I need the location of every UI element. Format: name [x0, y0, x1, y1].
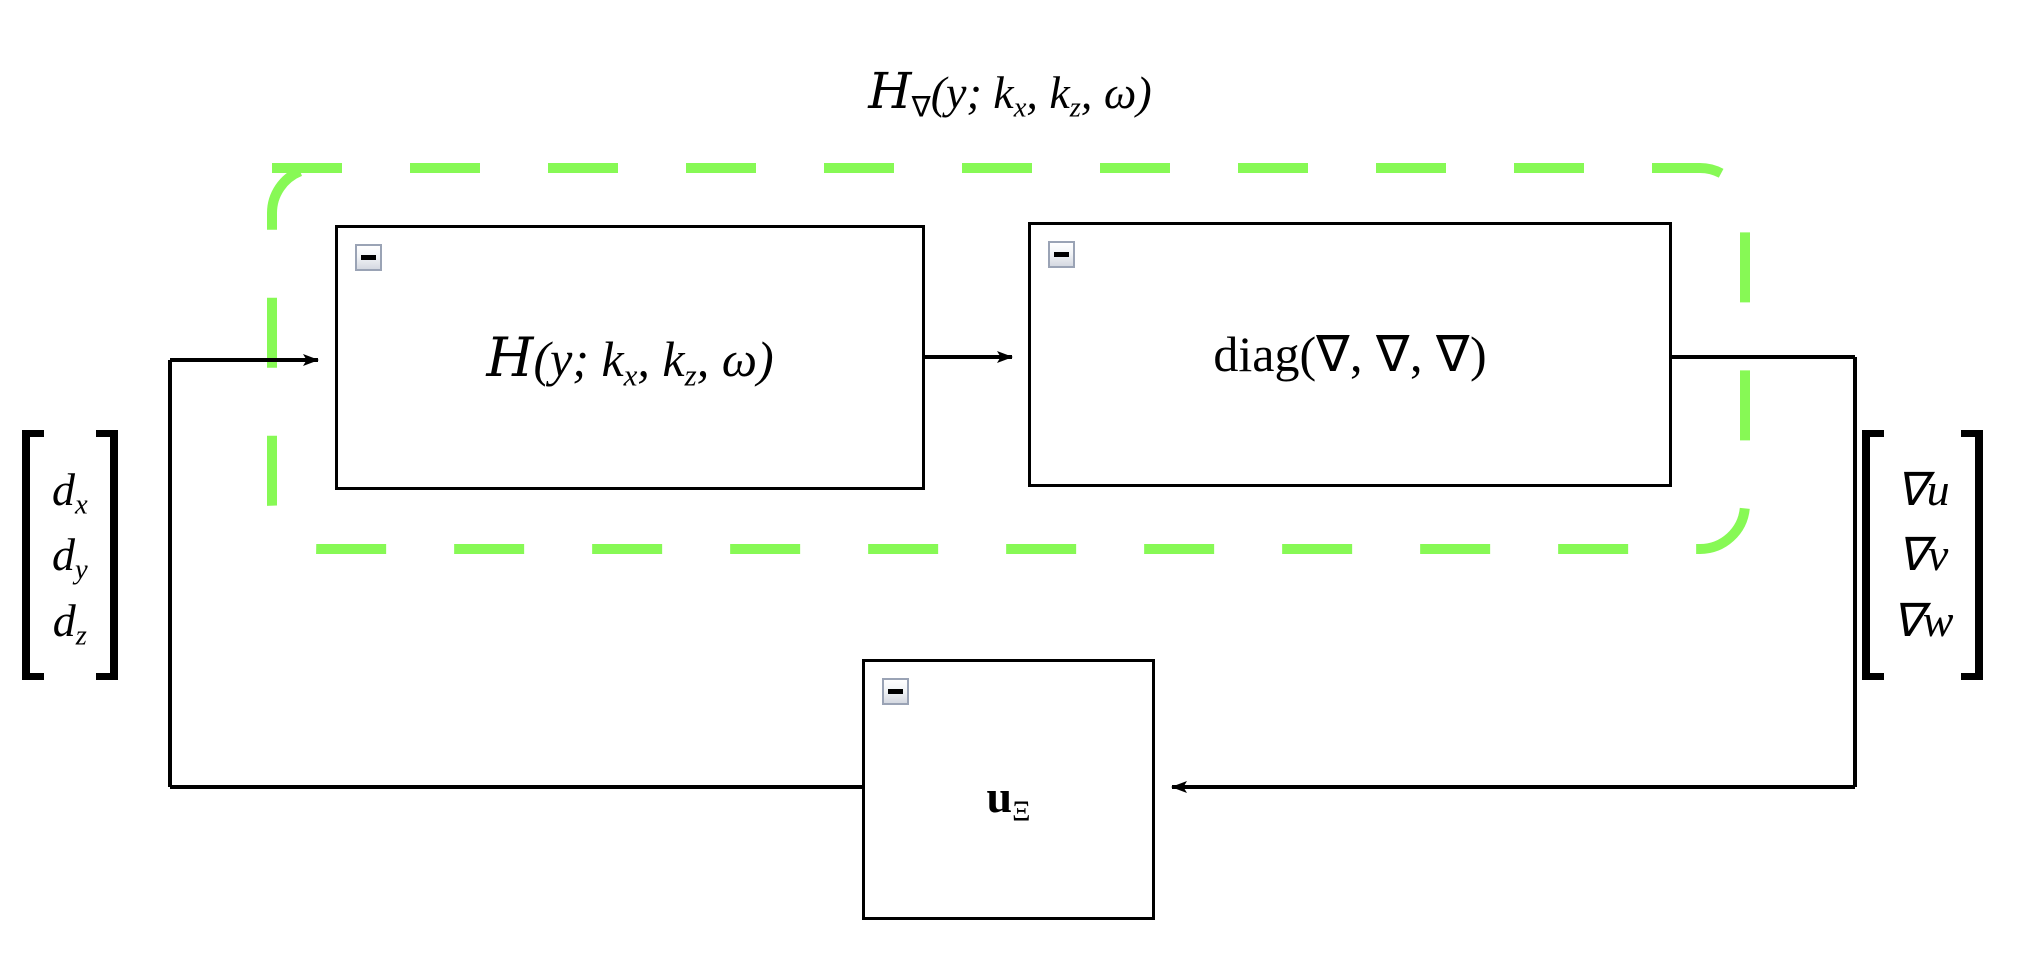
resolvent-args: (y; k	[533, 331, 624, 387]
velocity-subscript: Ξ	[1012, 796, 1031, 828]
velocity-state-label: uΞ	[865, 770, 1152, 826]
velocity-state-block[interactable]: uΞ	[862, 659, 1155, 920]
gradient-vector-row-2: ∇v	[1897, 529, 1949, 581]
right-bracket-open	[1862, 430, 1884, 680]
loop-label-comma: , k	[1026, 67, 1070, 118]
resolvent-sub-z: z	[684, 357, 697, 393]
diag-close-paren: )	[1469, 326, 1487, 382]
left-bracket-close	[95, 430, 118, 680]
loop-label-sub-z: z	[1069, 92, 1081, 124]
forcing-vector-row-1: dx	[52, 464, 88, 521]
loop-label-tail: , ω)	[1080, 67, 1152, 118]
gradient-vector-rows: ∇u ∇v ∇w	[1884, 430, 1961, 680]
minus-icon-bar	[1054, 252, 1069, 257]
minus-icon[interactable]	[882, 678, 909, 705]
right-bracket-close	[1961, 430, 1984, 680]
diag-operator-list: ∇, ∇, ∇	[1316, 326, 1470, 382]
loop-label-subscript: ∇	[911, 92, 931, 124]
diag-block-label: diag(∇, ∇, ∇)	[1031, 325, 1669, 383]
resolvent-operator-symbol: H	[486, 326, 534, 389]
loop-label-args: (y; k	[930, 67, 1014, 118]
diag-function-name: diag(	[1213, 326, 1317, 382]
resolvent-operator-block[interactable]: H(y; kx, kz, ω)	[335, 225, 925, 490]
loop-highlight-path	[267, 163, 1750, 554]
gradient-vector-row-1: ∇u	[1895, 464, 1950, 516]
forcing-vector-rows: dx dy dz	[44, 430, 96, 680]
loop-label-sub-x: x	[1013, 92, 1027, 124]
resolvent-block-label: H(y; kx, kz, ω)	[338, 326, 922, 393]
gradient-vector-row-3: ∇w	[1892, 594, 1954, 646]
forcing-vector: dx dy dz	[22, 430, 118, 680]
minus-icon[interactable]	[1048, 241, 1075, 268]
forcing-vector-row-3: dz	[52, 594, 87, 652]
velocity-symbol: u	[986, 771, 1013, 822]
resolvent-comma: , k	[637, 331, 685, 387]
forcing-vector-row-2: dy	[52, 529, 88, 586]
resolvent-tail: , ω)	[696, 331, 774, 387]
left-bracket-open	[22, 430, 44, 680]
loop-label-operator: H	[868, 62, 912, 120]
resolvent-sub-x: x	[623, 357, 638, 393]
diagonal-gradient-block[interactable]: diag(∇, ∇, ∇)	[1028, 222, 1672, 487]
gradient-response-vector: ∇u ∇v ∇w	[1862, 430, 1984, 680]
minus-icon-bar	[888, 689, 903, 694]
minus-icon[interactable]	[355, 244, 382, 271]
loop-label: H∇(y; kx, kz, ω)	[660, 62, 1360, 122]
minus-icon-bar	[361, 255, 376, 260]
